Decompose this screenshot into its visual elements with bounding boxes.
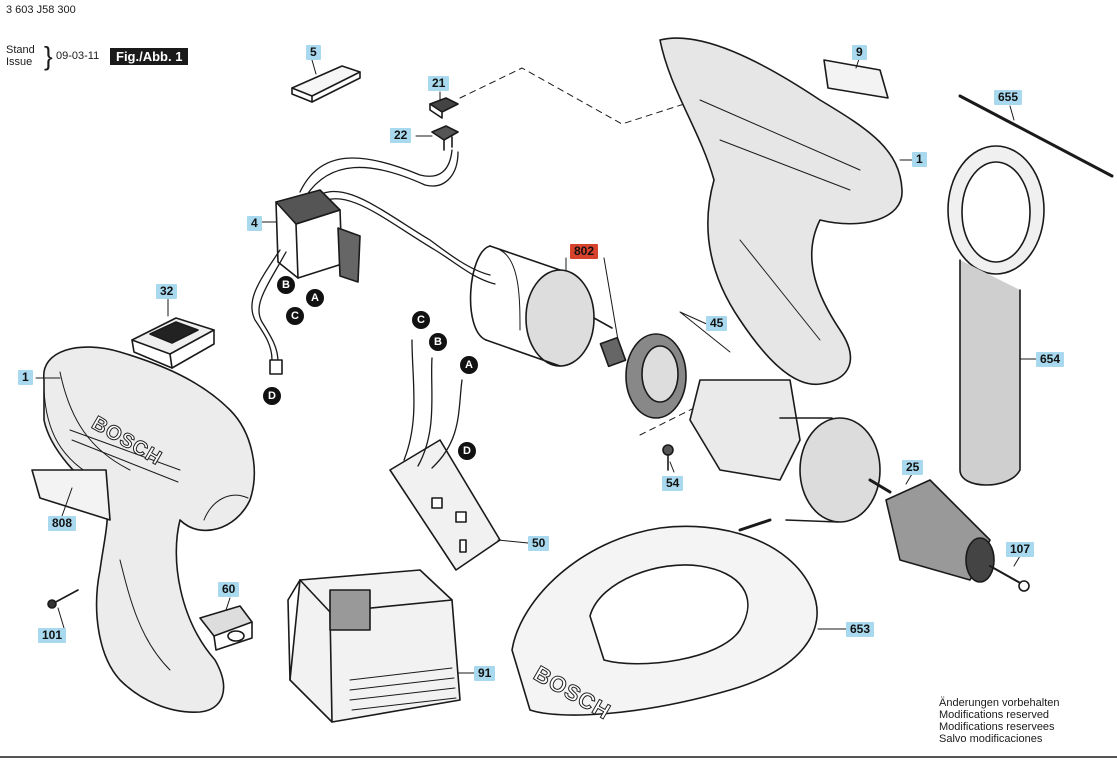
callout-50: 50 xyxy=(528,536,550,551)
ring-gear-part-45 xyxy=(625,333,687,419)
motor-part-802 xyxy=(469,245,627,368)
screw-part-101 xyxy=(47,589,79,609)
marker-d-switch: D xyxy=(263,387,281,405)
issue-label: Issue xyxy=(6,56,33,68)
marker-b-switch: B xyxy=(277,276,295,294)
marker-b-pcb: B xyxy=(429,333,447,351)
button-part-32 xyxy=(131,317,215,369)
screw-part-54 xyxy=(662,444,674,471)
wire-bundle xyxy=(251,149,496,363)
marker-a-pcb: A xyxy=(460,356,478,374)
battery-part-91 xyxy=(287,569,461,723)
alignment-lines xyxy=(459,67,713,436)
callout-91: 91 xyxy=(474,666,496,681)
callout-1-right: 1 xyxy=(912,152,927,167)
housing-left-part-1 xyxy=(43,346,256,713)
callout-653: 653 xyxy=(846,622,875,637)
connector-part-21 xyxy=(429,97,459,119)
callout-45: 45 xyxy=(706,316,728,331)
chuck-part-25 xyxy=(885,479,995,583)
stand-label: Stand xyxy=(6,44,35,56)
callout-655: 655 xyxy=(994,90,1023,105)
figure-label: Fig./Abb. 1 xyxy=(110,48,189,65)
callout-654: 654 xyxy=(1036,352,1065,367)
modifications-line-de: Änderungen vorbehalten xyxy=(939,697,1060,709)
switch-part-4 xyxy=(269,189,361,375)
issue-date: 09-03-11 xyxy=(56,50,100,62)
callout-9: 9 xyxy=(852,45,867,60)
latch-part-60 xyxy=(199,605,253,651)
callout-60: 60 xyxy=(218,582,240,597)
pcb-part-50 xyxy=(389,339,501,571)
document-number: 3 603 J58 300 xyxy=(6,4,76,16)
modifications-line-fr: Modifications reservees xyxy=(939,721,1055,733)
modifications-line-es: Salvo modificaciones xyxy=(939,733,1043,745)
marker-c-switch: C xyxy=(286,307,304,325)
charger-part-653 xyxy=(511,518,818,716)
callout-5: 5 xyxy=(306,45,321,60)
bottom-rule xyxy=(0,756,1117,758)
callout-808: 808 xyxy=(48,516,77,531)
label-part-9 xyxy=(823,59,889,99)
switch-cover-part-5 xyxy=(291,65,361,103)
callout-54: 54 xyxy=(662,476,684,491)
marker-c-pcb: C xyxy=(412,311,430,329)
callout-32: 32 xyxy=(156,284,178,299)
callout-25: 25 xyxy=(902,460,924,475)
housing-right-part-1 xyxy=(659,37,903,385)
marker-d-pcb: D xyxy=(458,442,476,460)
screw-part-107 xyxy=(989,565,1030,592)
connector-part-22 xyxy=(431,125,459,151)
side-handle-part-654 xyxy=(947,145,1045,486)
callout-107: 107 xyxy=(1006,542,1035,557)
callout-4: 4 xyxy=(247,216,262,231)
gearbox xyxy=(689,379,892,523)
depth-rod-part-655 xyxy=(958,94,1114,178)
callout-21: 21 xyxy=(428,76,450,91)
brace-icon: } xyxy=(44,41,53,71)
marker-a-switch: A xyxy=(306,289,324,307)
callout-1-left: 1 xyxy=(18,370,33,385)
callout-802: 802 xyxy=(570,244,599,259)
nameplate-part-808 xyxy=(31,469,111,521)
modifications-line-en: Modifications reserved xyxy=(939,709,1050,721)
callout-101: 101 xyxy=(38,628,67,643)
modifications-note: Änderungen vorbehalten Modifications res… xyxy=(939,697,1059,745)
callout-22: 22 xyxy=(390,128,412,143)
